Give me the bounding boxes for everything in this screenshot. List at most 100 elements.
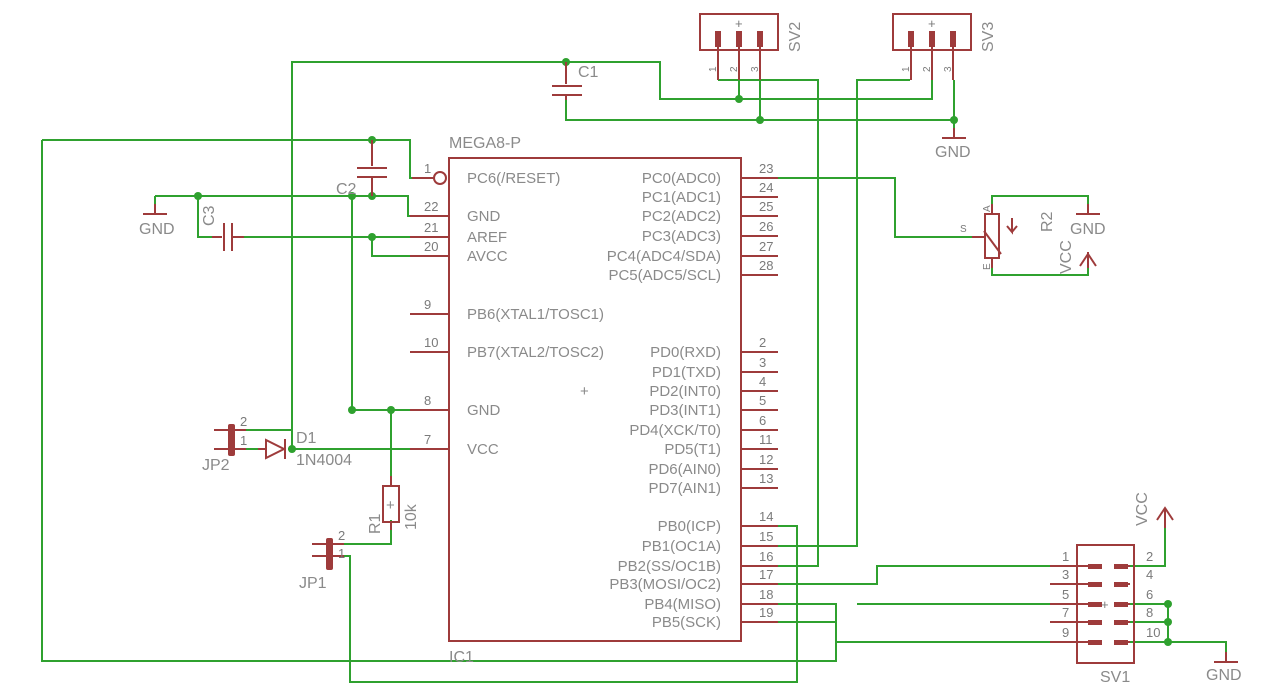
ic1-atmega8[interactable]: MEGA8-P IC1 + 1PC6(/RESET)22GND21AREF20A… (410, 135, 778, 666)
ic1-reset-bubble (433, 171, 447, 185)
ic1-pin-number: 14 (759, 509, 773, 524)
sv1-pin-body (1114, 564, 1128, 569)
ic1-pin-label: PB0(ICP) (658, 518, 721, 535)
gnd-symbol-r2: GND (1070, 204, 1106, 238)
sv1-pin-body (1114, 582, 1128, 587)
sv1-pin-number: 10 (1146, 625, 1160, 640)
wire-c1-top (291, 61, 933, 449)
potentiometer-r2[interactable]: S A E R2 (960, 204, 1056, 270)
sv1-pin-number: 7 (1062, 605, 1069, 620)
ic1-pin-label: PB6(XTAL1/TOSC1) (467, 306, 604, 323)
ic1-pin-number: 26 (759, 219, 773, 234)
ic1-pin-label: PB1(OC1A) (642, 538, 721, 555)
ic1-pin-label: PC4(ADC4/SDA) (607, 248, 721, 265)
r2-direction-arrow (1006, 218, 1018, 235)
sv2-name: SV2 (787, 22, 804, 52)
sv2-pin3-num: 3 (750, 66, 761, 72)
gnd-symbol-sv1: GND (1206, 652, 1242, 684)
wire-sv3-pin1 (776, 79, 910, 547)
junction-dot (1164, 600, 1172, 608)
ic1-pin-number: 10 (424, 335, 438, 350)
capacitor-c3[interactable]: C3 (201, 205, 244, 251)
ic1-pin-label: PB3(MOSI/OC2) (609, 576, 721, 593)
resistor-r1[interactable]: + R1 10k (367, 476, 420, 534)
jp2-pin2-num: 2 (240, 414, 247, 429)
ic1-pin-number: 17 (759, 567, 773, 582)
sv1-pin-number: 3 (1062, 567, 1069, 582)
sv1-pin-number: 9 (1062, 625, 1069, 640)
gnd-label: GND (935, 144, 971, 161)
servo-header-sv3[interactable]: + 1 2 3 SV3 (892, 13, 997, 80)
sv1-pin-body (1088, 602, 1102, 607)
wire-isp-mosi (776, 565, 1050, 585)
jumper-jp2[interactable]: 2 1 JP2 (202, 414, 247, 474)
r2-adjust-arrow (983, 230, 1002, 255)
jp2-body (228, 424, 235, 456)
junction-dot (194, 192, 202, 200)
ic1-right-pins: 23PC0(ADC0)24PC1(ADC1)25PC2(ADC2)26PC3(A… (607, 161, 778, 631)
ic1-pin-label: PC0(ADC0) (642, 170, 721, 187)
ic1-pin-number: 16 (759, 549, 773, 564)
wire-isp-vcc (1130, 525, 1166, 567)
junction-dot (1164, 638, 1172, 646)
sv3-origin-cross: + (928, 16, 936, 31)
ic1-pin-number: 22 (424, 199, 438, 214)
capacitor-c2[interactable]: C2 (336, 140, 387, 198)
wire-pot-a (991, 195, 1089, 212)
sv3-pin3-body (950, 31, 956, 47)
ic1-pin-number: 19 (759, 605, 773, 620)
ic1-pin-number: 6 (759, 413, 766, 428)
c1-label: C1 (578, 64, 599, 81)
r1-name: R1 (367, 513, 384, 534)
d1-name: D1 (296, 430, 317, 447)
ic1-pin-number: 25 (759, 199, 773, 214)
gnd-label: GND (1206, 667, 1242, 684)
sv3-pin2-body (929, 31, 935, 47)
ic1-pin-label: PB2(SS/OC1B) (618, 558, 721, 575)
wire-gnd8 (351, 196, 431, 411)
gnd-symbol-sv3: GND (935, 128, 971, 161)
jp1-body (326, 538, 333, 570)
capacitor-c1[interactable]: C1 (552, 62, 599, 100)
jp1-pin1-num: 1 (338, 546, 345, 561)
wire-sv2-pin1 (718, 79, 819, 567)
junction-dot (1164, 618, 1172, 626)
jp1-name: JP1 (299, 575, 327, 592)
ic1-pin-label: PD3(INT1) (649, 402, 721, 419)
r2-pin-a: A (982, 205, 993, 212)
c2-label: C2 (336, 181, 357, 198)
r2-pin-s: S (960, 224, 967, 235)
diode-d1[interactable]: D1 1N4004 (258, 430, 352, 469)
ic1-pin-label: PC1(ADC1) (642, 189, 721, 206)
vcc-symbol-sv1: VCC (1134, 492, 1174, 528)
r1-origin-cross: + (386, 497, 395, 514)
junction-dot (950, 116, 958, 124)
sv2-pin2-body (736, 31, 742, 47)
ic1-pin-label: PC6(/RESET) (467, 170, 560, 187)
ic1-pin-number: 13 (759, 471, 773, 486)
junction-dot (387, 406, 395, 414)
ic1-pin-number: 8 (424, 393, 431, 408)
gnd-label: GND (139, 221, 175, 238)
ic1-origin-cross: + (580, 383, 589, 400)
vcc-arrow (1079, 252, 1097, 267)
ic1-pin-number: 15 (759, 529, 773, 544)
jp2-name: JP2 (202, 457, 230, 474)
sv3-pin2-num: 2 (922, 66, 933, 72)
ic1-pin-label: VCC (467, 441, 499, 458)
sv3-name: SV3 (980, 22, 997, 52)
sv2-pin2-num: 2 (729, 66, 740, 72)
servo-header-sv2[interactable]: + 1 2 3 SV2 (699, 13, 804, 80)
ic1-pin-number: 1 (424, 161, 431, 176)
junction-dot (288, 445, 296, 453)
r2-name: R2 (1039, 211, 1056, 232)
sv2-pin3-body (757, 31, 763, 47)
ic1-pin-number: 20 (424, 239, 438, 254)
d1-value: 1N4004 (296, 452, 352, 469)
ic1-pin-number: 2 (759, 335, 766, 350)
jumper-jp1[interactable]: 2 1 JP1 (299, 528, 345, 592)
ic1-pin-number: 9 (424, 297, 431, 312)
vcc-symbol-r2: VCC (1058, 240, 1097, 274)
